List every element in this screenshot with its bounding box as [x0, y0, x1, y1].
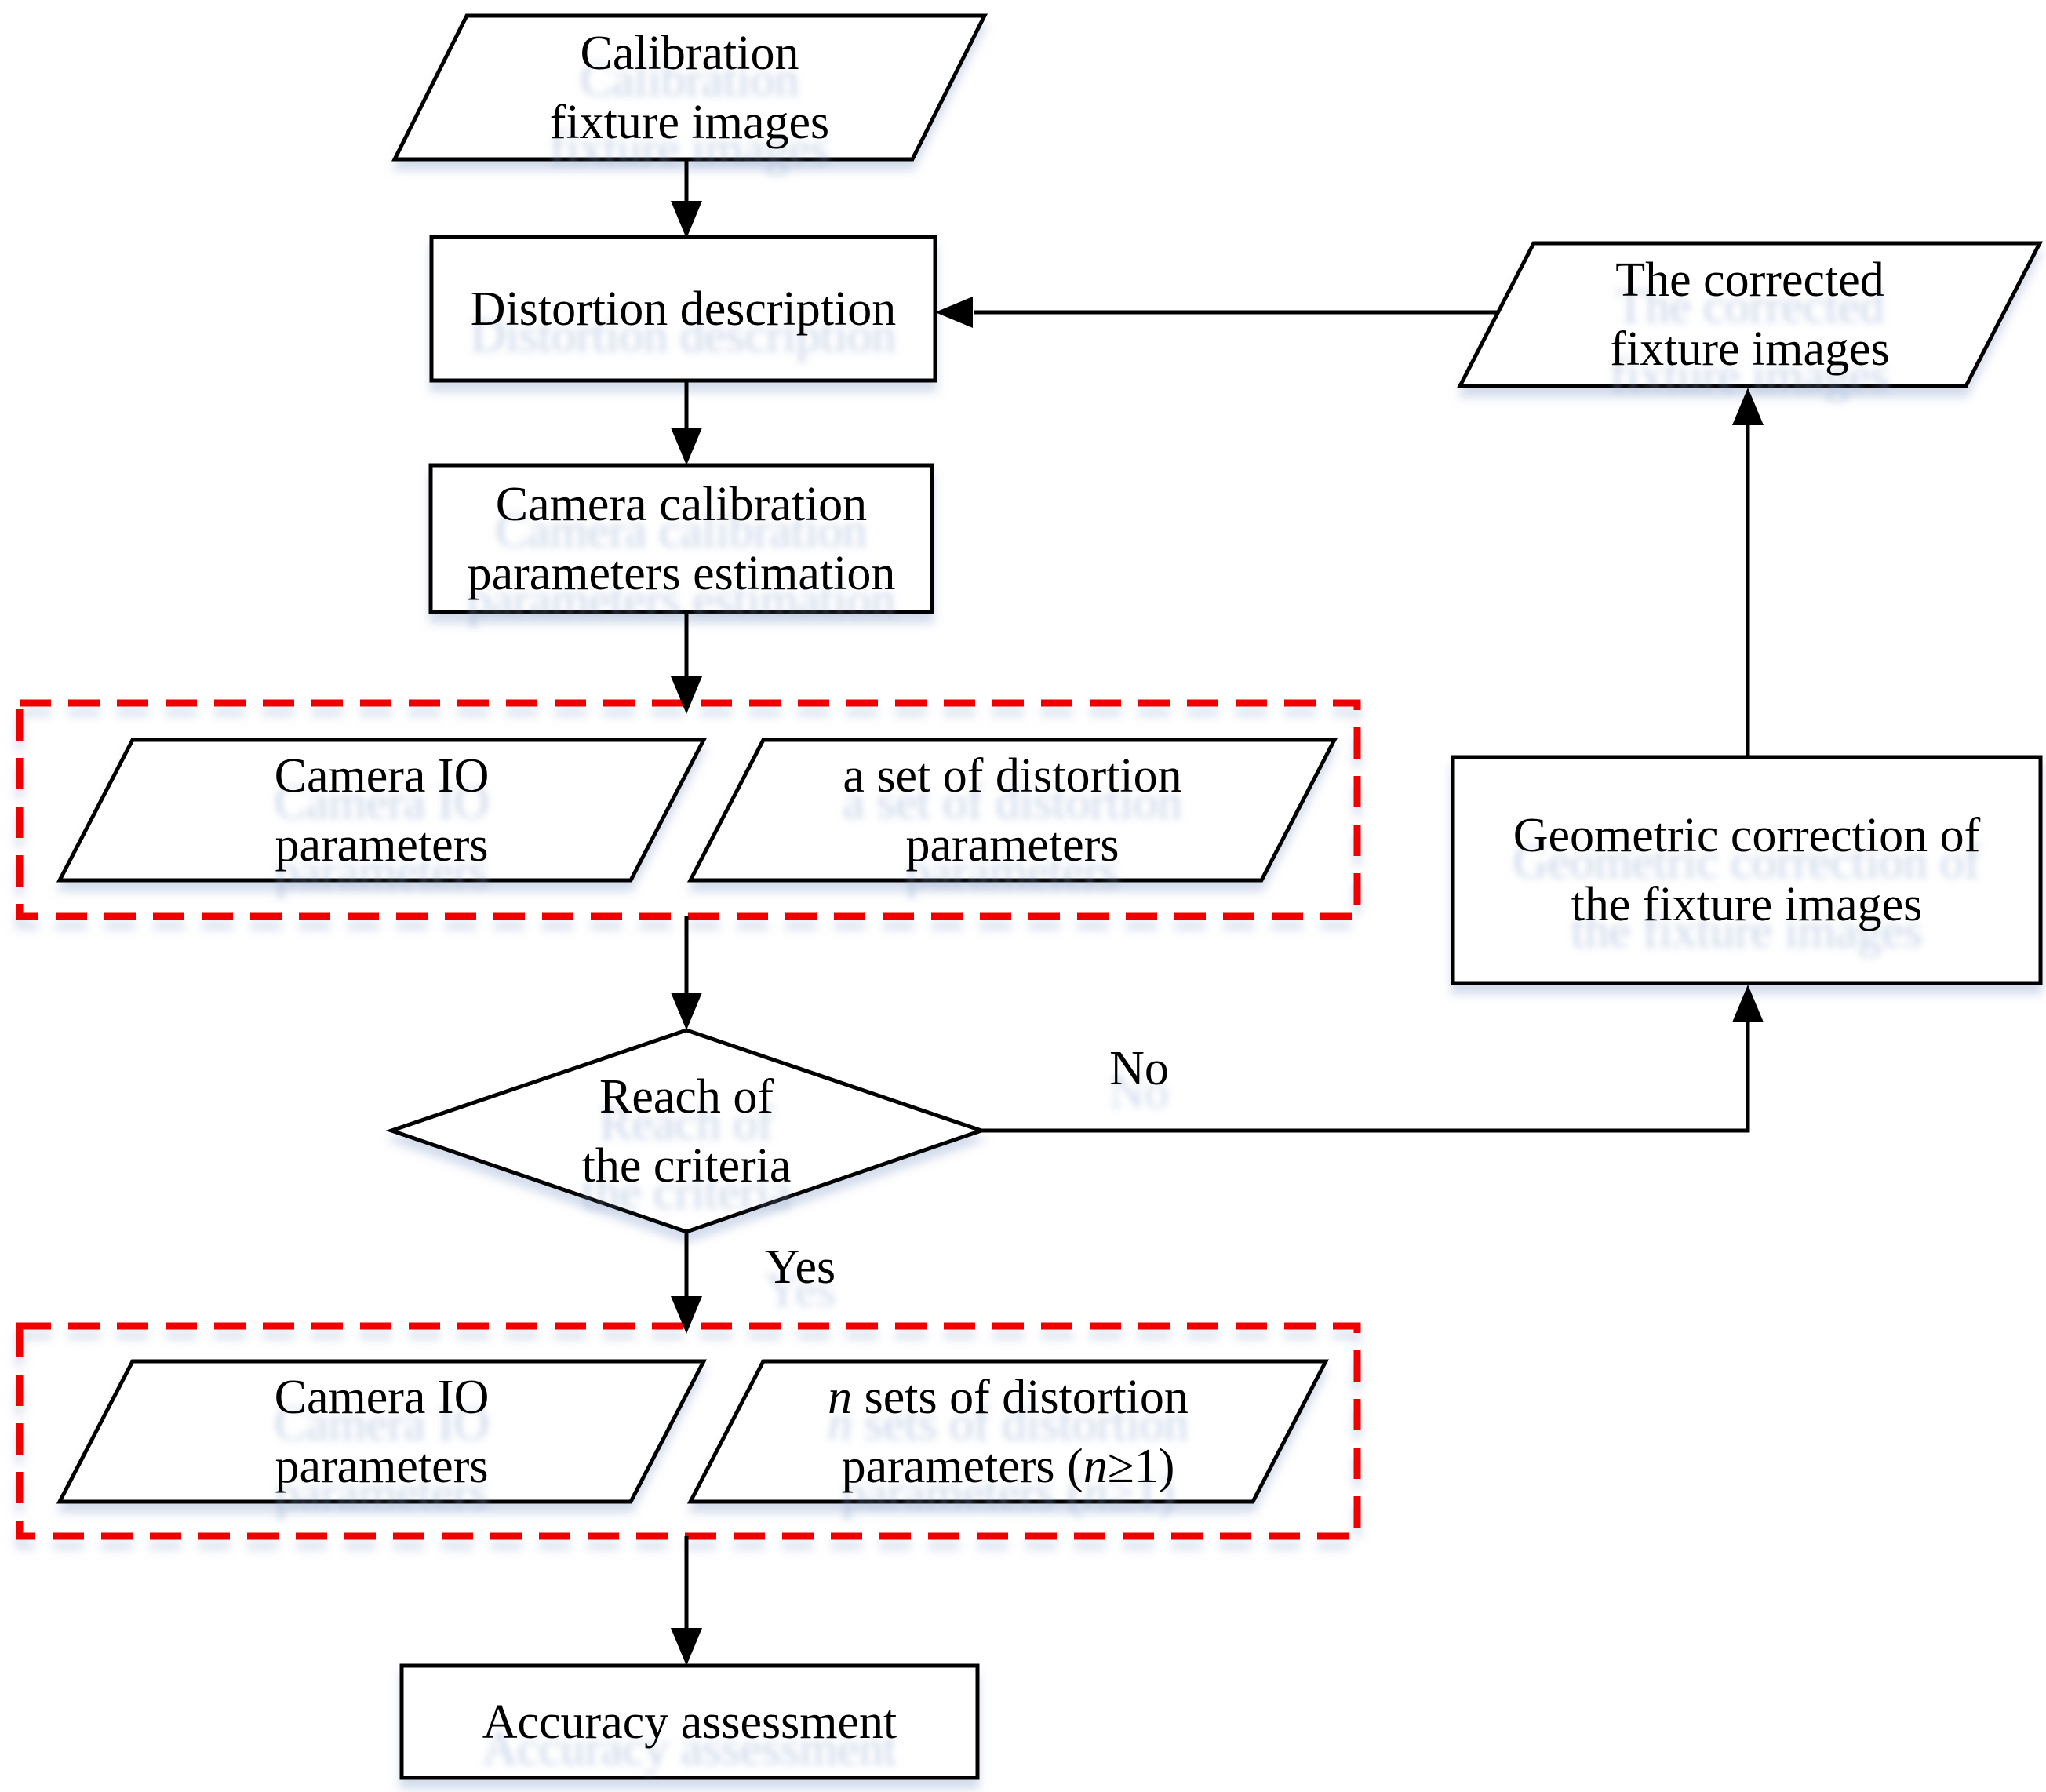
arrowhead-up-icon [1732, 985, 1764, 1022]
arrowhead-down-icon [671, 201, 702, 239]
arrow-shaft [981, 1022, 1750, 1133]
yes-branch-label: Yes [764, 1240, 836, 1294]
no-branch-label: No [1109, 1041, 1169, 1095]
camera-io-parameters-final-shape [56, 1359, 708, 1504]
arrow-final-outputs-to-accuracy [671, 1536, 702, 1666]
a-set-of-distortion-parameters-shape [686, 738, 1338, 883]
the-corrected-fixture-images-shape [1456, 241, 2044, 388]
set-distortion-line2: parameters [905, 818, 1119, 872]
geometric-correction-line1: Geometric correction of [1513, 809, 1981, 862]
n-sets-line2-pre: parameters ( [841, 1439, 1083, 1493]
arrow-calibration-to-distortion [671, 159, 702, 239]
set-distortion-line1: a set of distortion [843, 748, 1182, 803]
arrowhead-down-icon [671, 993, 702, 1030]
arrowhead-down-icon [671, 1628, 702, 1666]
camera-calibration-line1: Camera calibration [495, 477, 868, 531]
n-sets-line2: parameters (n≥1) [842, 1432, 1175, 1501]
accuracy-assessment-shape [399, 1663, 980, 1780]
n-sets-line1: n sets of distortion [828, 1363, 1189, 1432]
camera-io-parameters-initial-shape [56, 738, 708, 883]
arrowhead-left-icon [935, 297, 973, 328]
camera-io-final-line2: parameters [275, 1439, 489, 1493]
camera-io-parameters-final-label: Camera IO parameters [60, 1361, 704, 1502]
calibration-fixture-images-label: Calibration fixture images [395, 16, 985, 159]
arrow-decision-no-to-geometric-correction [981, 985, 1764, 1133]
geometric-correction-line2: the fixture images [1571, 878, 1923, 931]
n-variable-italic: n [828, 1370, 853, 1424]
arrow-first-outputs-to-decision [671, 916, 702, 1030]
arrowhead-down-icon [671, 1296, 702, 1334]
accuracy-assessment-label: Accuracy assessment [402, 1666, 977, 1778]
calibration-fixture-images-line1: Calibration [580, 26, 799, 80]
n-sets-of-distortion-parameters-label: n sets of distortion parameters (n≥1) [690, 1361, 1326, 1502]
corrected-images-line1: The corrected [1615, 253, 1884, 307]
n-sets-line2-post: ≥1) [1107, 1439, 1175, 1493]
distortion-description-shape [429, 235, 937, 383]
geometric-correction-label: Geometric correction of the fixture imag… [1453, 757, 2041, 983]
n-sets-line1-rest: sets of distortion [852, 1370, 1189, 1424]
arrowhead-down-icon [671, 428, 702, 465]
arrowhead-down-icon [671, 676, 702, 714]
calibration-fixture-images-line2: fixture images [549, 95, 830, 149]
reach-of-the-criteria-label: Reach of the criteria [391, 1030, 981, 1232]
arrow-estimation-to-first-outputs [671, 612, 702, 714]
camera-io-initial-line2: parameters [275, 818, 489, 872]
camera-calibration-parameters-estimation-shape [428, 463, 934, 614]
camera-calibration-line2: parameters estimation [467, 546, 896, 600]
n-variable-italic: n [1083, 1439, 1108, 1493]
reach-criteria-line2: the criteria [581, 1138, 792, 1193]
arrow-distortion-to-estimation [671, 381, 702, 465]
calibration-fixture-images-shape [391, 13, 988, 162]
camera-io-final-line1: Camera IO [274, 1370, 490, 1424]
arrowhead-up-icon [1732, 388, 1764, 425]
geometric-correction-shape [1451, 755, 2043, 985]
arrow-geometric-correction-to-corrected-images [1732, 388, 1764, 757]
arrow-corrected-images-to-distortion [935, 297, 1498, 328]
arrow-decision-yes-to-final-outputs [671, 1232, 702, 1334]
a-set-of-distortion-parameters-label: a set of distortion parameters [690, 740, 1334, 880]
corrected-images-line2: fixture images [1610, 322, 1890, 376]
n-sets-of-distortion-parameters-shape [686, 1359, 1330, 1504]
distortion-description-label: Distortion description [431, 237, 935, 381]
camera-calibration-parameters-estimation-label: Camera calibration parameters estimation [431, 465, 932, 612]
the-corrected-fixture-images-label: The corrected fixture images [1460, 243, 2040, 386]
camera-io-initial-line1: Camera IO [274, 748, 490, 803]
camera-io-parameters-initial-label: Camera IO parameters [60, 740, 704, 880]
reach-criteria-line1: Reach of [599, 1069, 774, 1124]
accuracy-assessment-text: Accuracy assessment [482, 1695, 897, 1749]
distortion-description-text: Distortion description [470, 282, 897, 336]
